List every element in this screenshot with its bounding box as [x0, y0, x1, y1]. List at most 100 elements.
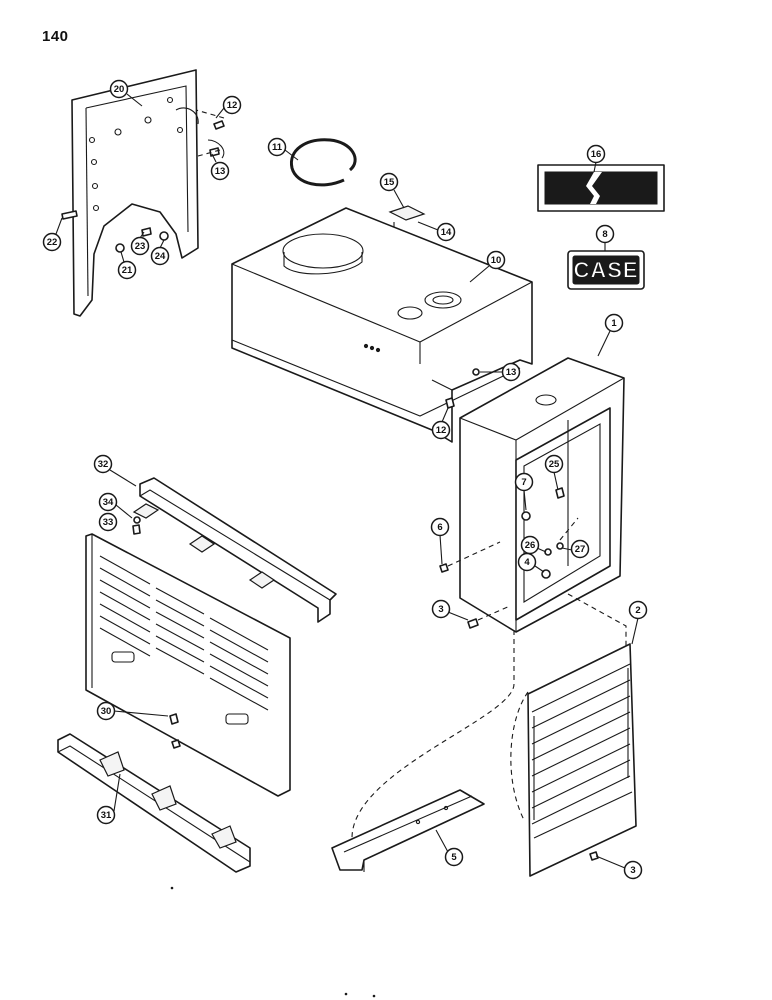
- callout-number: 3: [438, 604, 443, 615]
- callout-25: 25: [544, 454, 564, 474]
- callout-number: 32: [98, 459, 109, 470]
- callout-circle: [93, 454, 113, 474]
- case-decal: CASE: [567, 250, 645, 290]
- callout-circle: [430, 517, 450, 537]
- callout-2: 2: [628, 600, 648, 620]
- callout-number: 2: [635, 605, 640, 616]
- callout-circle: [98, 512, 118, 532]
- ring-seal: [289, 138, 357, 187]
- callout-circle: [436, 222, 456, 242]
- callout-13: 13: [210, 161, 230, 181]
- callout-number: 8: [602, 229, 607, 240]
- callout-number: 13: [215, 166, 226, 177]
- callout-11: 11: [267, 137, 287, 157]
- callout-circle: [379, 172, 399, 192]
- callout-15: 15: [379, 172, 399, 192]
- shroud-hardware: [439, 368, 579, 629]
- callout-circle: [431, 599, 451, 619]
- callout-23: 23: [130, 236, 150, 256]
- callout-number: 30: [101, 706, 112, 717]
- radiator-grille: [527, 643, 637, 877]
- callout-number: 22: [47, 237, 58, 248]
- callout-circle: [501, 362, 521, 382]
- callout-circle: [109, 79, 129, 99]
- rear-frame-plate: [71, 69, 225, 317]
- grille-slats: [531, 663, 631, 825]
- callout-circle: [222, 95, 242, 115]
- callout-number: 33: [103, 517, 114, 528]
- callout-22: 22: [42, 232, 62, 252]
- callout-27: 27: [570, 539, 590, 559]
- callout-circle: [42, 232, 62, 252]
- callout-number: 13: [506, 367, 517, 378]
- callout-33: 33: [98, 512, 118, 532]
- callout-circle: [570, 539, 590, 559]
- callout-3: 3: [623, 860, 643, 880]
- grille-panel: [85, 533, 291, 797]
- callout-number: 20: [114, 84, 125, 95]
- callout-12: 12: [222, 95, 242, 115]
- assembly-lines: [351, 593, 627, 839]
- callout-number: 27: [575, 544, 586, 555]
- radiator-shroud: [459, 357, 625, 633]
- callout-26: 26: [520, 535, 540, 555]
- lower-support-tray: [331, 789, 485, 872]
- leader-lines: [55, 93, 639, 869]
- callout-34: 34: [98, 492, 118, 512]
- decal-panel: [537, 164, 665, 212]
- callout-number: 4: [524, 557, 530, 568]
- callout-13: 13: [501, 362, 521, 382]
- callout-number: 14: [441, 227, 452, 238]
- callout-14: 14: [436, 222, 456, 242]
- callout-number: 23: [135, 241, 146, 252]
- callout-number: 12: [227, 100, 238, 111]
- upper-bracket: [132, 477, 337, 623]
- lower-bracket: [57, 733, 251, 873]
- callout-circle: [544, 454, 564, 474]
- callout-number: 15: [384, 177, 395, 188]
- callout-circle: [117, 260, 137, 280]
- callout-20: 20: [109, 79, 129, 99]
- callout-24: 24: [150, 246, 170, 266]
- callout-number: 11: [272, 142, 283, 153]
- callout-31: 31: [96, 805, 116, 825]
- callout-number: 3: [630, 865, 635, 876]
- callout-number: 12: [436, 425, 447, 436]
- callout-number: 1: [611, 318, 617, 329]
- callout-circle: [628, 600, 648, 620]
- callout-number: 34: [103, 497, 114, 508]
- callout-circle: [586, 144, 606, 164]
- page-number: 140: [42, 28, 69, 45]
- callout-circle: [623, 860, 643, 880]
- callout-6: 6: [430, 517, 450, 537]
- callout-circle: [267, 137, 287, 157]
- hood: [231, 207, 533, 443]
- callout-number: 31: [101, 810, 112, 821]
- callout-3: 3: [431, 599, 451, 619]
- callout-circle: [514, 472, 534, 492]
- callout-10: 10: [486, 250, 506, 270]
- callout-number: 24: [155, 251, 166, 262]
- callout-number: 7: [521, 477, 526, 488]
- callout-circle: [150, 246, 170, 266]
- callout-5: 5: [444, 847, 464, 867]
- page-marks: [170, 886, 376, 998]
- callout-number: 16: [591, 149, 602, 160]
- callout-circle: [444, 847, 464, 867]
- callout-4: 4: [517, 552, 537, 572]
- grille-louvers: [99, 555, 269, 711]
- callout-number: 6: [437, 522, 442, 533]
- callout-1: 1: [604, 313, 624, 333]
- case-decal-text: CASE: [573, 258, 638, 283]
- callout-7: 7: [514, 472, 534, 492]
- callout-16: 16: [586, 144, 606, 164]
- callout-circle: [96, 701, 116, 721]
- callout-circle: [210, 161, 230, 181]
- callout-8: 8: [595, 224, 615, 244]
- callout-number: 5: [451, 852, 457, 863]
- callout-circle: [604, 313, 624, 333]
- callout-number: 10: [491, 255, 502, 266]
- callout-circle: [431, 420, 451, 440]
